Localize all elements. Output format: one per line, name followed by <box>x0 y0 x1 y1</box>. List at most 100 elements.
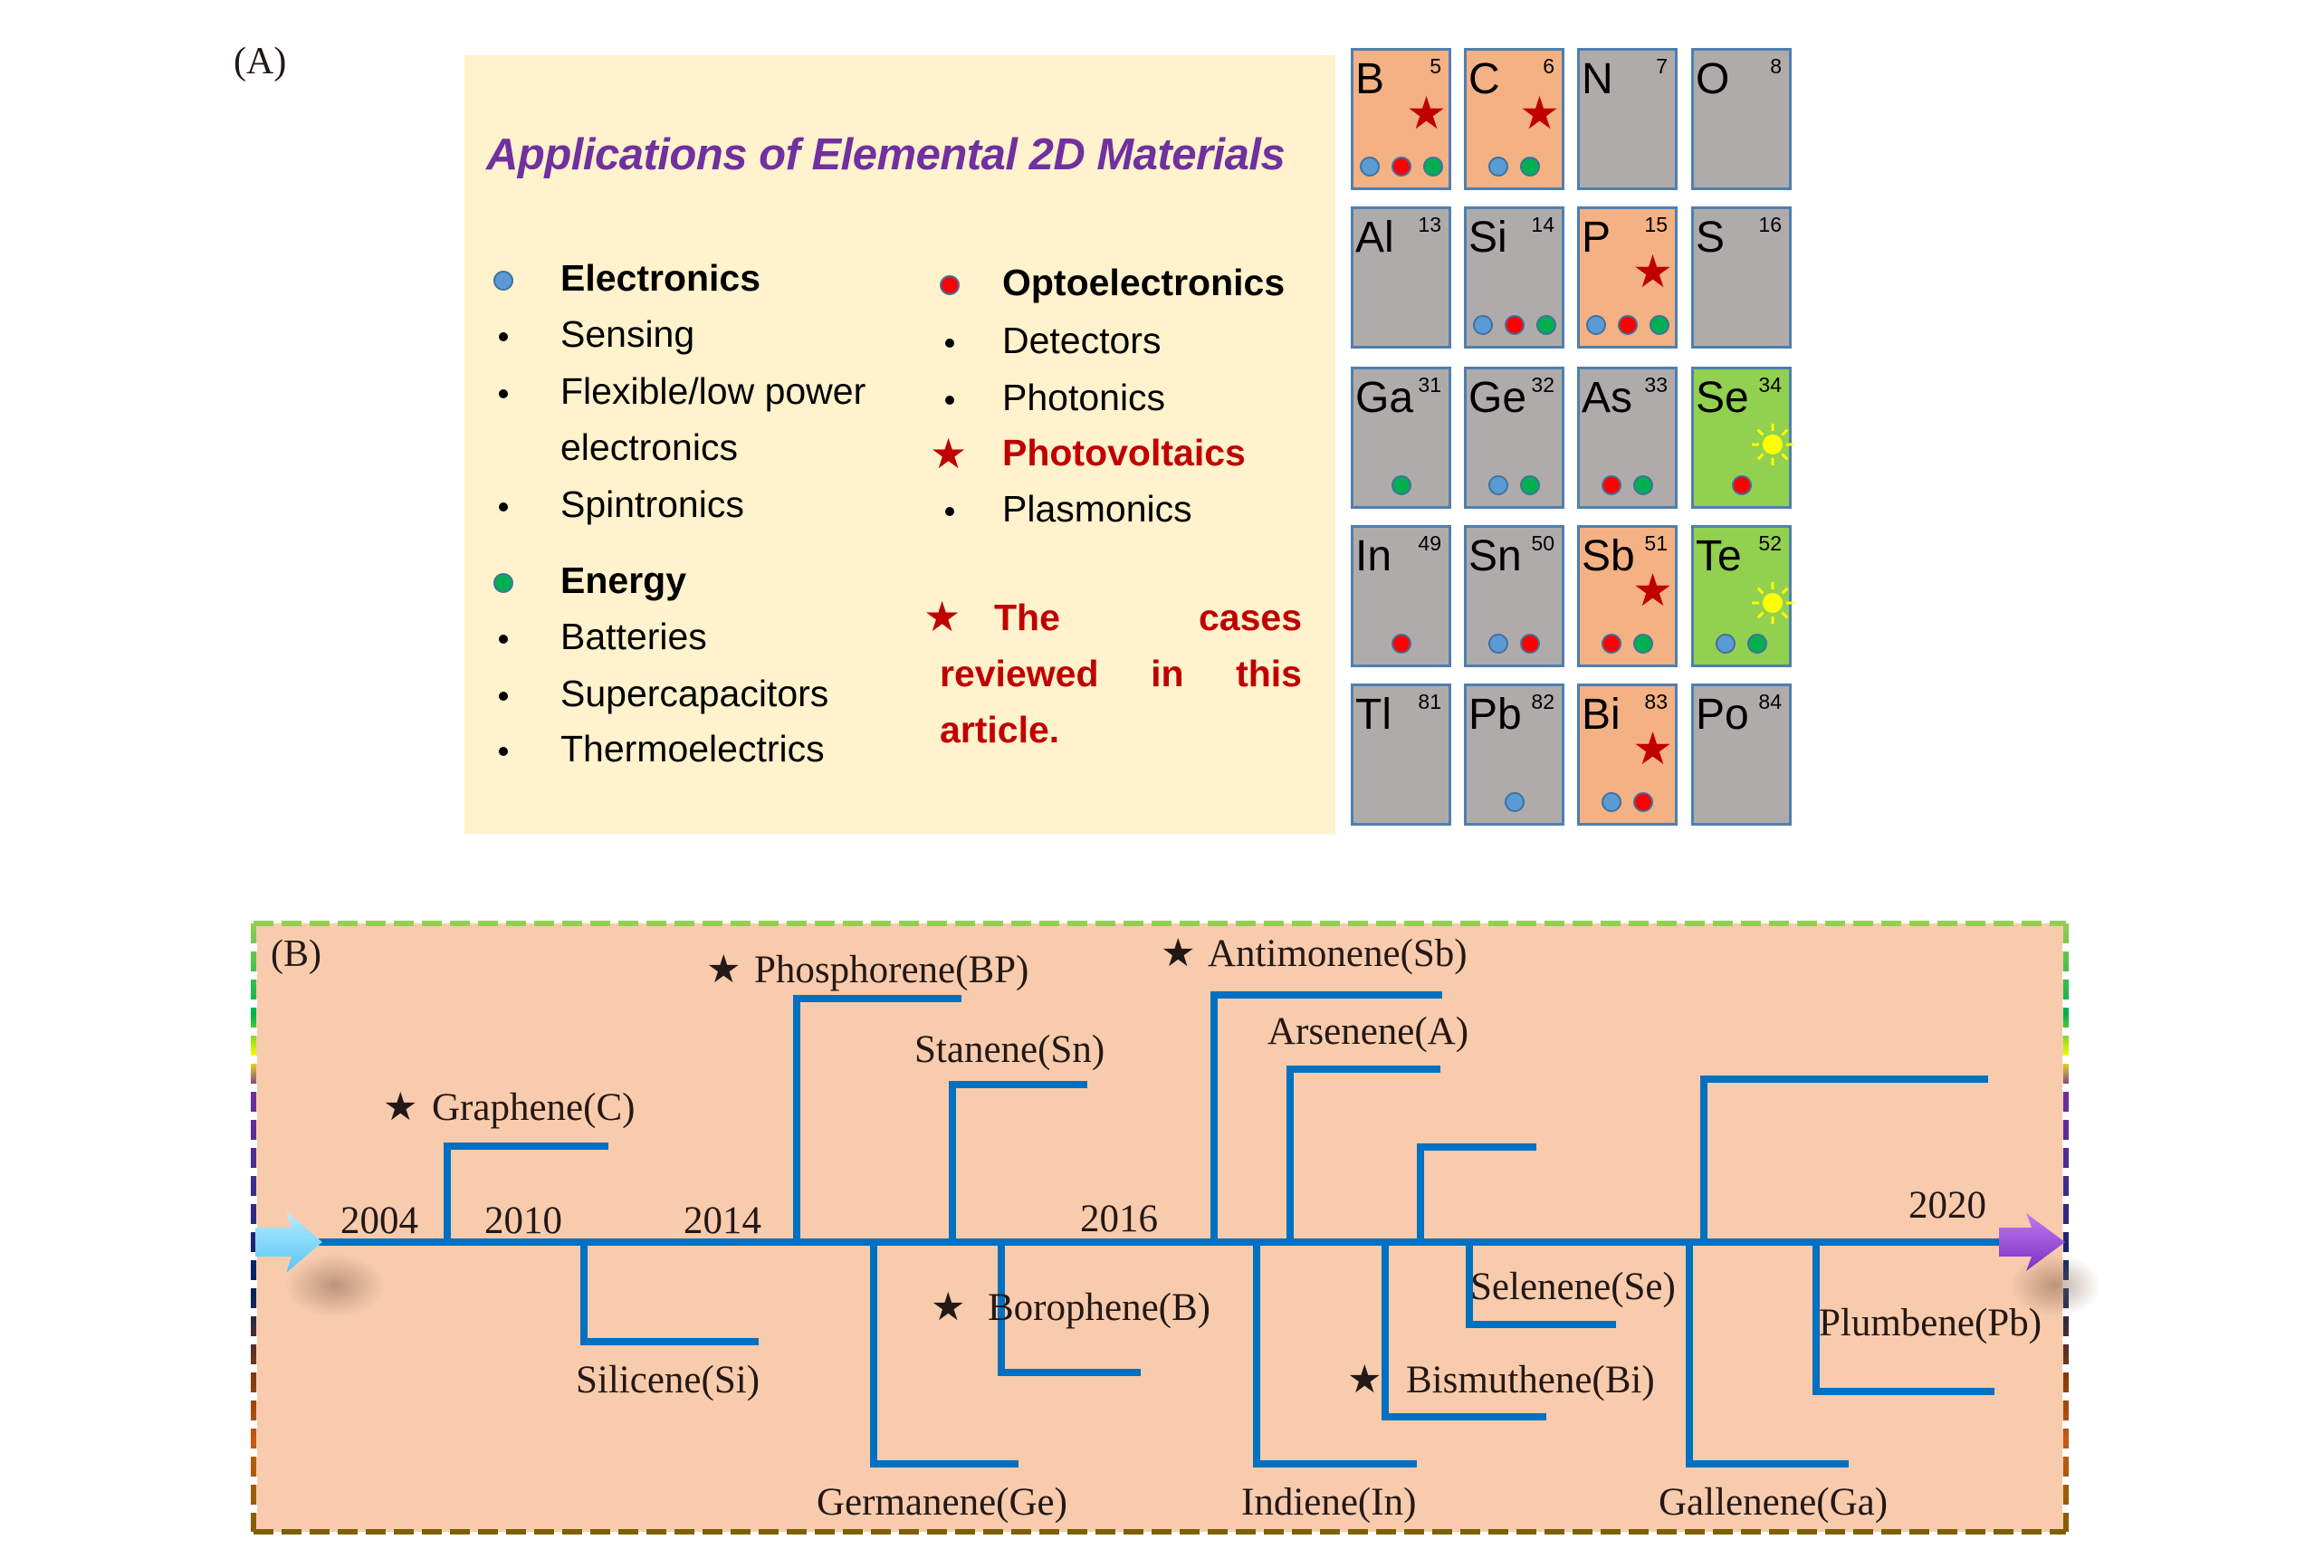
timeline-panel <box>253 923 2066 1532</box>
material-label-silicene: Silicene(Si) <box>576 1359 760 1401</box>
atomic-number: 84 <box>1758 690 1782 713</box>
legend-item-batteries: Batteries <box>560 616 707 657</box>
border-gap <box>250 1084 257 1092</box>
energy-dot-icon <box>1649 315 1669 335</box>
star-icon: ★ <box>383 1086 418 1129</box>
atomic-number: 51 <box>1644 531 1668 555</box>
reviewed-star-icon: ★ <box>1632 565 1673 616</box>
material-label-selenene: Selenene(Se) <box>1470 1266 1676 1308</box>
applications-title: Applications of Elemental 2D Materials <box>486 130 1286 179</box>
note-word: cases <box>1198 597 1302 638</box>
end-arrow-icon <box>1999 1213 2065 1271</box>
note-line: article. <box>940 702 1302 758</box>
border-gap <box>2062 943 2070 951</box>
application-dots <box>1467 475 1562 495</box>
element-symbol: Pb <box>1468 691 1522 739</box>
sun-icon <box>1750 580 1795 626</box>
legend-item-photonics: Photonics <box>1002 377 1166 418</box>
border-gap <box>250 1420 257 1429</box>
border-gap <box>2062 1140 2070 1148</box>
bullet-icon <box>499 635 508 644</box>
border-gap <box>2062 1477 2070 1485</box>
border-gap <box>2062 971 2070 980</box>
energy-dot-icon <box>1391 475 1411 495</box>
star-icon: ★ <box>706 949 741 991</box>
bullet-icon <box>945 507 954 516</box>
atomic-number: 6 <box>1543 54 1554 78</box>
border-gap <box>2062 1028 2070 1036</box>
application-dots <box>1467 315 1562 335</box>
element-symbol: Bi <box>1582 691 1621 739</box>
end-arrow-shadow <box>2010 1254 2100 1317</box>
optoelectronics-dot-icon <box>1602 475 1621 495</box>
legend-item-thermoelectrics: Thermoelectrics <box>560 728 825 770</box>
legend-item-supercapacitors: Supercapacitors <box>560 673 829 714</box>
reviewed-star-icon: ★ <box>1406 88 1447 139</box>
border-gap <box>2062 1392 2070 1401</box>
border-gap <box>250 1364 257 1372</box>
material-label-germanene: Germanene(Ge) <box>817 1481 1067 1524</box>
start-arrow-shadow <box>285 1254 385 1317</box>
branch-plumbene <box>1812 1242 1994 1395</box>
border-gap <box>250 1056 257 1064</box>
energy-dot-icon <box>1535 315 1556 335</box>
border-gap <box>250 1252 257 1260</box>
atomic-number: 33 <box>1644 373 1668 397</box>
electronics-dot-icon <box>1602 792 1621 812</box>
legend-item-electronics: Electronics <box>560 257 761 299</box>
border-gap <box>250 1505 257 1513</box>
note-word: this <box>1236 653 1302 694</box>
energy-dot-icon <box>1633 475 1653 495</box>
bullet-icon <box>499 332 508 341</box>
border-gap <box>250 1112 257 1120</box>
element-symbol: Al <box>1355 214 1394 262</box>
border-gap <box>250 971 257 980</box>
legend-item-electronics: electronics <box>560 426 738 468</box>
energy-dot-icon <box>1422 157 1443 177</box>
start-arrow-icon <box>255 1211 322 1273</box>
electronics-dot-icon <box>1488 634 1508 654</box>
border-gap <box>2062 1336 2070 1344</box>
branch-unlabeled-13 <box>1700 1076 1988 1242</box>
material-label-indiene: Indiene(In) <box>1241 1481 1416 1524</box>
border-gap <box>250 1196 257 1204</box>
electronics-dot-icon <box>1359 157 1380 177</box>
material-label-plumbene: Plumbene(Pb) <box>1819 1302 2042 1344</box>
border-gap <box>250 999 257 1008</box>
legend-item-flexible-low-power: Flexible/low power <box>560 370 866 412</box>
element-symbol: P <box>1582 214 1611 262</box>
application-dots <box>1353 475 1449 495</box>
element-symbol: Si <box>1468 214 1507 262</box>
element-symbol: S <box>1696 214 1726 262</box>
optoelectronics-dot-icon <box>1391 634 1411 654</box>
year-label-2010: 2010 <box>484 1200 562 1242</box>
reviewed-star-icon: ★ <box>1519 88 1560 139</box>
panel-b-label: (B) <box>271 933 321 975</box>
branch-gallenene <box>1686 1242 1849 1468</box>
element-symbol: Sb <box>1582 532 1635 580</box>
electronics-dot-icon <box>1488 475 1508 495</box>
border-gap <box>250 1448 257 1457</box>
atomic-number: 32 <box>1531 373 1554 397</box>
element-symbol: B <box>1355 55 1385 103</box>
element-symbol: O <box>1696 55 1730 103</box>
optoelectronics-dot-icon <box>1391 157 1411 177</box>
timeline-branches <box>255 991 2100 1468</box>
element-symbol: Tl <box>1355 691 1392 739</box>
branch-germanene <box>870 1242 1019 1468</box>
year-label-2004: 2004 <box>340 1200 418 1242</box>
electronics-dot-icon <box>1488 157 1508 177</box>
atomic-number: 52 <box>1758 531 1782 555</box>
application-dots <box>1694 634 1789 654</box>
bullet-icon <box>499 502 508 512</box>
note-word: The <box>994 597 1060 638</box>
application-dots <box>1580 475 1675 495</box>
